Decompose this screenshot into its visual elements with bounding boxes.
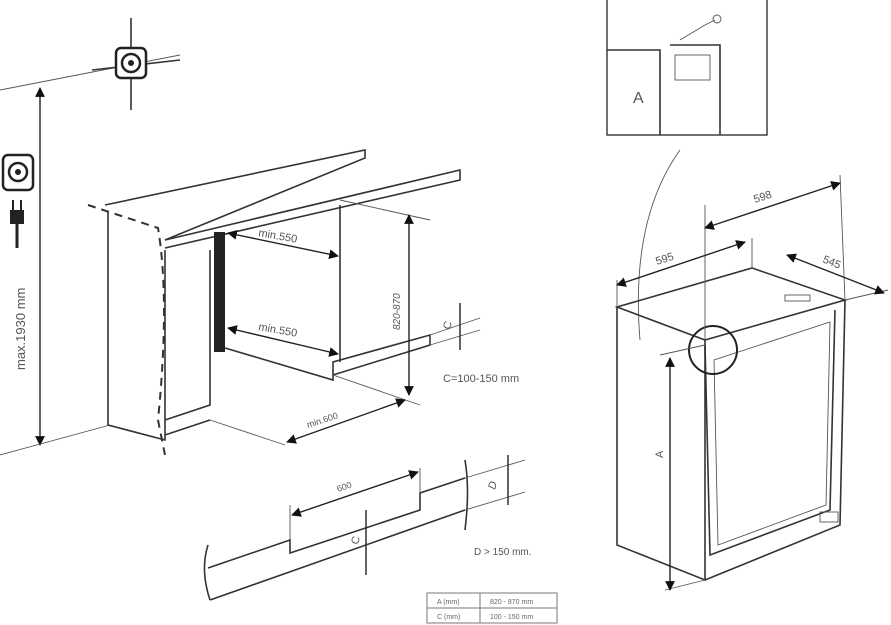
dimension-table: A (mm) 820 - 870 mm C (mm) 100 - 150 mm [426,592,558,624]
niche-height-label: 820-870 [392,293,403,330]
fridge-drawing [614,174,889,591]
detail-inset: A [606,0,768,341]
fridge-width-label: 595 [654,251,675,268]
plinth-c-label: C [441,320,455,331]
vent-d-label: D [486,480,500,491]
vent-width-label: 600 [336,480,353,494]
table-param: C (mm) [437,614,460,621]
table-value: 100 - 150 mm [490,614,533,621]
c-range-label: C=100-150 mm [443,373,519,385]
d-condition-label: D > 150 mm. [474,547,532,558]
table-value: 820 - 870 mm [490,599,533,606]
inset-label: A [633,90,644,107]
niche-width-label: min.600 [306,410,340,429]
table-param: A (mm) [437,599,460,606]
max-height-label: max.1930 mm [13,288,28,370]
fridge-width-top-label: 598 [752,189,773,206]
vent-c-label: C [349,535,363,546]
power-plug-icon [1,153,35,248]
fridge-height-label: A [654,450,666,458]
wall-socket-icon [0,18,181,110]
